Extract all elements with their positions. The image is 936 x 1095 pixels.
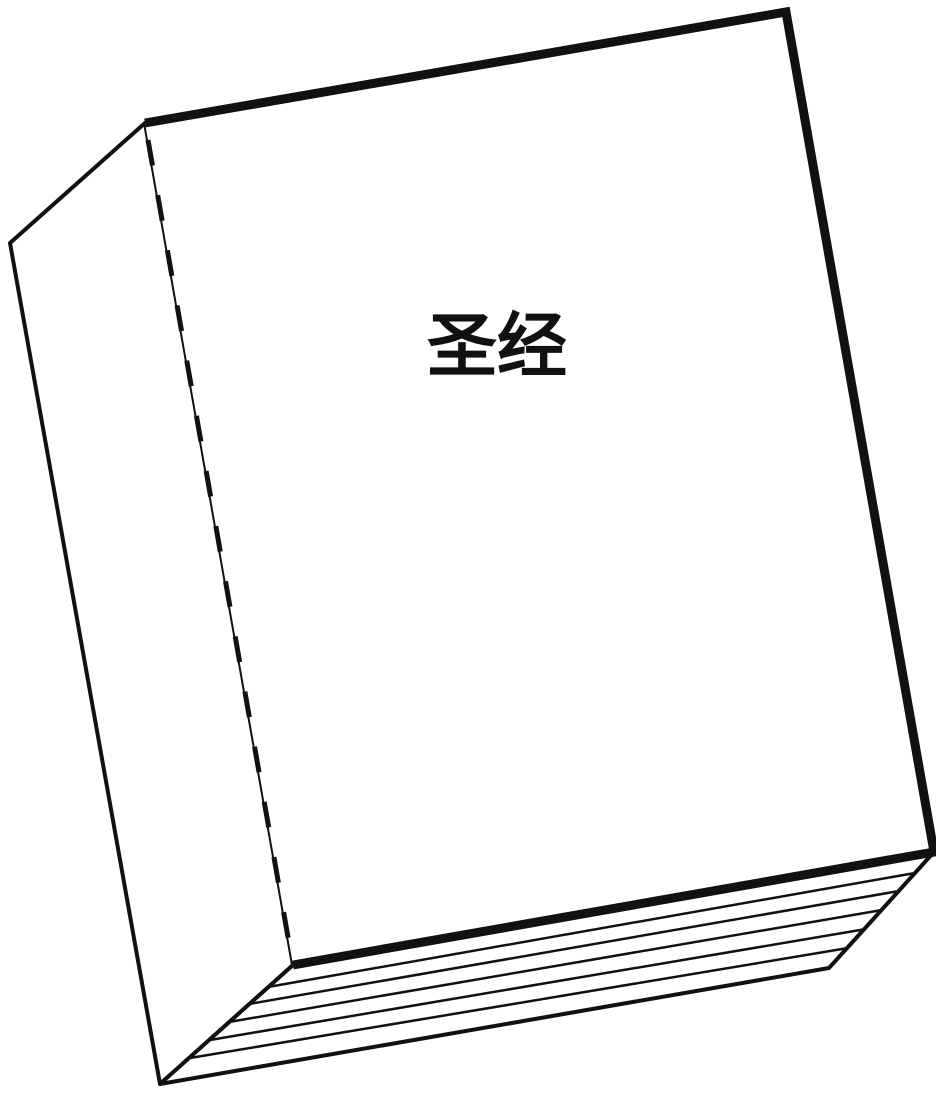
book-title: 圣经	[427, 304, 567, 387]
page-lines	[189, 871, 916, 1060]
book-front-cover	[145, 12, 934, 965]
cover-edge	[144, 6, 936, 970]
cover-hinge-dashed-line	[145, 139, 295, 961]
